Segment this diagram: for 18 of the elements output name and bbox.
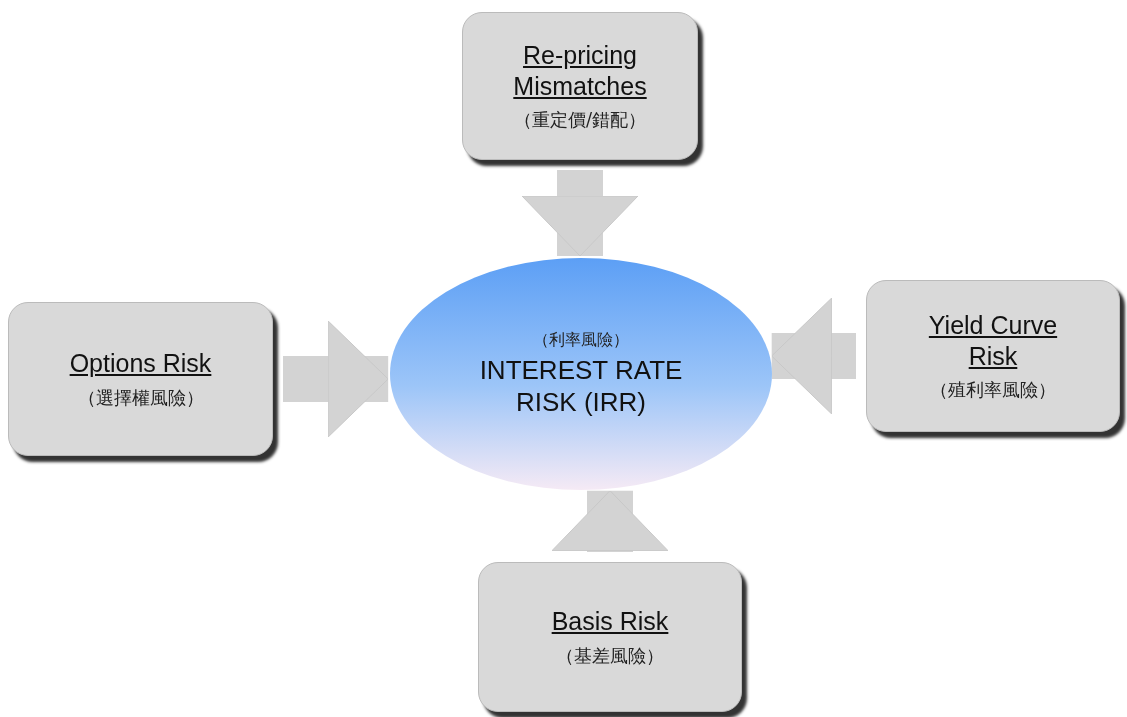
heading: INTEREST RATE RISK (IRR) — [478, 355, 684, 418]
risk-box — [462, 12, 698, 160]
block-arrow — [551, 490, 669, 552]
heading: Yield Curve Risk — [927, 309, 1059, 372]
block-arrow — [521, 170, 639, 257]
block-arrow — [283, 320, 389, 438]
risk-box — [8, 302, 273, 456]
chinese-label: （殖利率風險） — [930, 378, 1056, 403]
risk-box — [478, 562, 742, 712]
chinese-label: （選擇權風險） — [77, 385, 204, 410]
chinese-label: （重定價/錯配） — [513, 108, 647, 133]
block-arrow — [771, 297, 856, 415]
heading: Options Risk — [69, 348, 212, 380]
risk-box — [866, 280, 1120, 432]
chinese-label: （基差風險） — [556, 643, 664, 668]
heading: Basis Risk — [551, 606, 669, 638]
chinese-label: （利率風險） — [533, 330, 629, 352]
heading: Re-pricing Mismatches — [512, 39, 648, 102]
